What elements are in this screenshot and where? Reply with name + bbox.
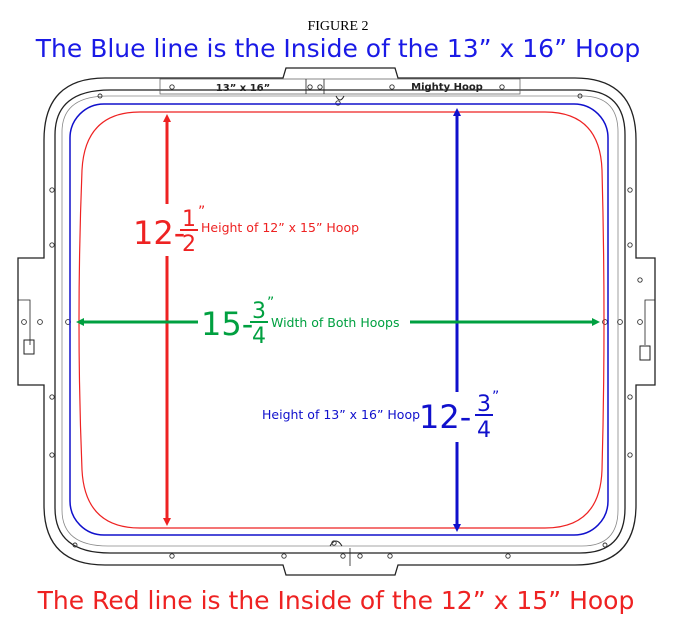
top-caption: The Blue line is the Inside of the 13” x… — [35, 34, 641, 63]
hoop-size-label: 13” x 16” — [216, 83, 270, 94]
red-height-numerator: 1 — [182, 207, 196, 232]
red-height-whole: 12- — [133, 214, 185, 252]
red-height-inch-mark: ” — [198, 204, 205, 220]
hoop-frame — [17, 67, 656, 576]
blue-hoop-outline — [69, 103, 609, 536]
width-measurement: 15- 3 4 ” Width of Both Hoops — [198, 295, 410, 349]
red-height-denominator: 2 — [182, 232, 196, 257]
blue-height-label: Height of 13” x 16” Hoop — [262, 407, 420, 422]
blue-height-numerator: 3 — [477, 392, 491, 417]
width-whole: 15- — [201, 305, 253, 343]
bottom-caption: The Red line is the Inside of the 12” x … — [37, 586, 635, 615]
width-denominator: 4 — [252, 324, 266, 349]
blue-height-denominator: 4 — [477, 418, 491, 443]
red-hoop-outline — [78, 111, 605, 529]
blue-height-whole: 12- — [419, 398, 471, 436]
hoop-brand-label: Mighty Hoop — [411, 82, 483, 93]
blue-height-measurement: Height of 13” x 16” Hoop 12- 3 4 ” — [260, 389, 500, 443]
figure-label: FIGURE 2 — [307, 19, 368, 34]
width-inch-mark: ” — [267, 295, 274, 311]
blue-height-inch-mark: ” — [492, 389, 499, 405]
red-height-measurement: 12- 1 2 ” Height of 12” x 15” Hoop — [132, 204, 362, 257]
width-numerator: 3 — [252, 299, 266, 324]
frame-holes — [21, 84, 643, 559]
width-label: Width of Both Hoops — [271, 315, 399, 330]
red-height-label: Height of 12” x 15” Hoop — [201, 220, 359, 235]
